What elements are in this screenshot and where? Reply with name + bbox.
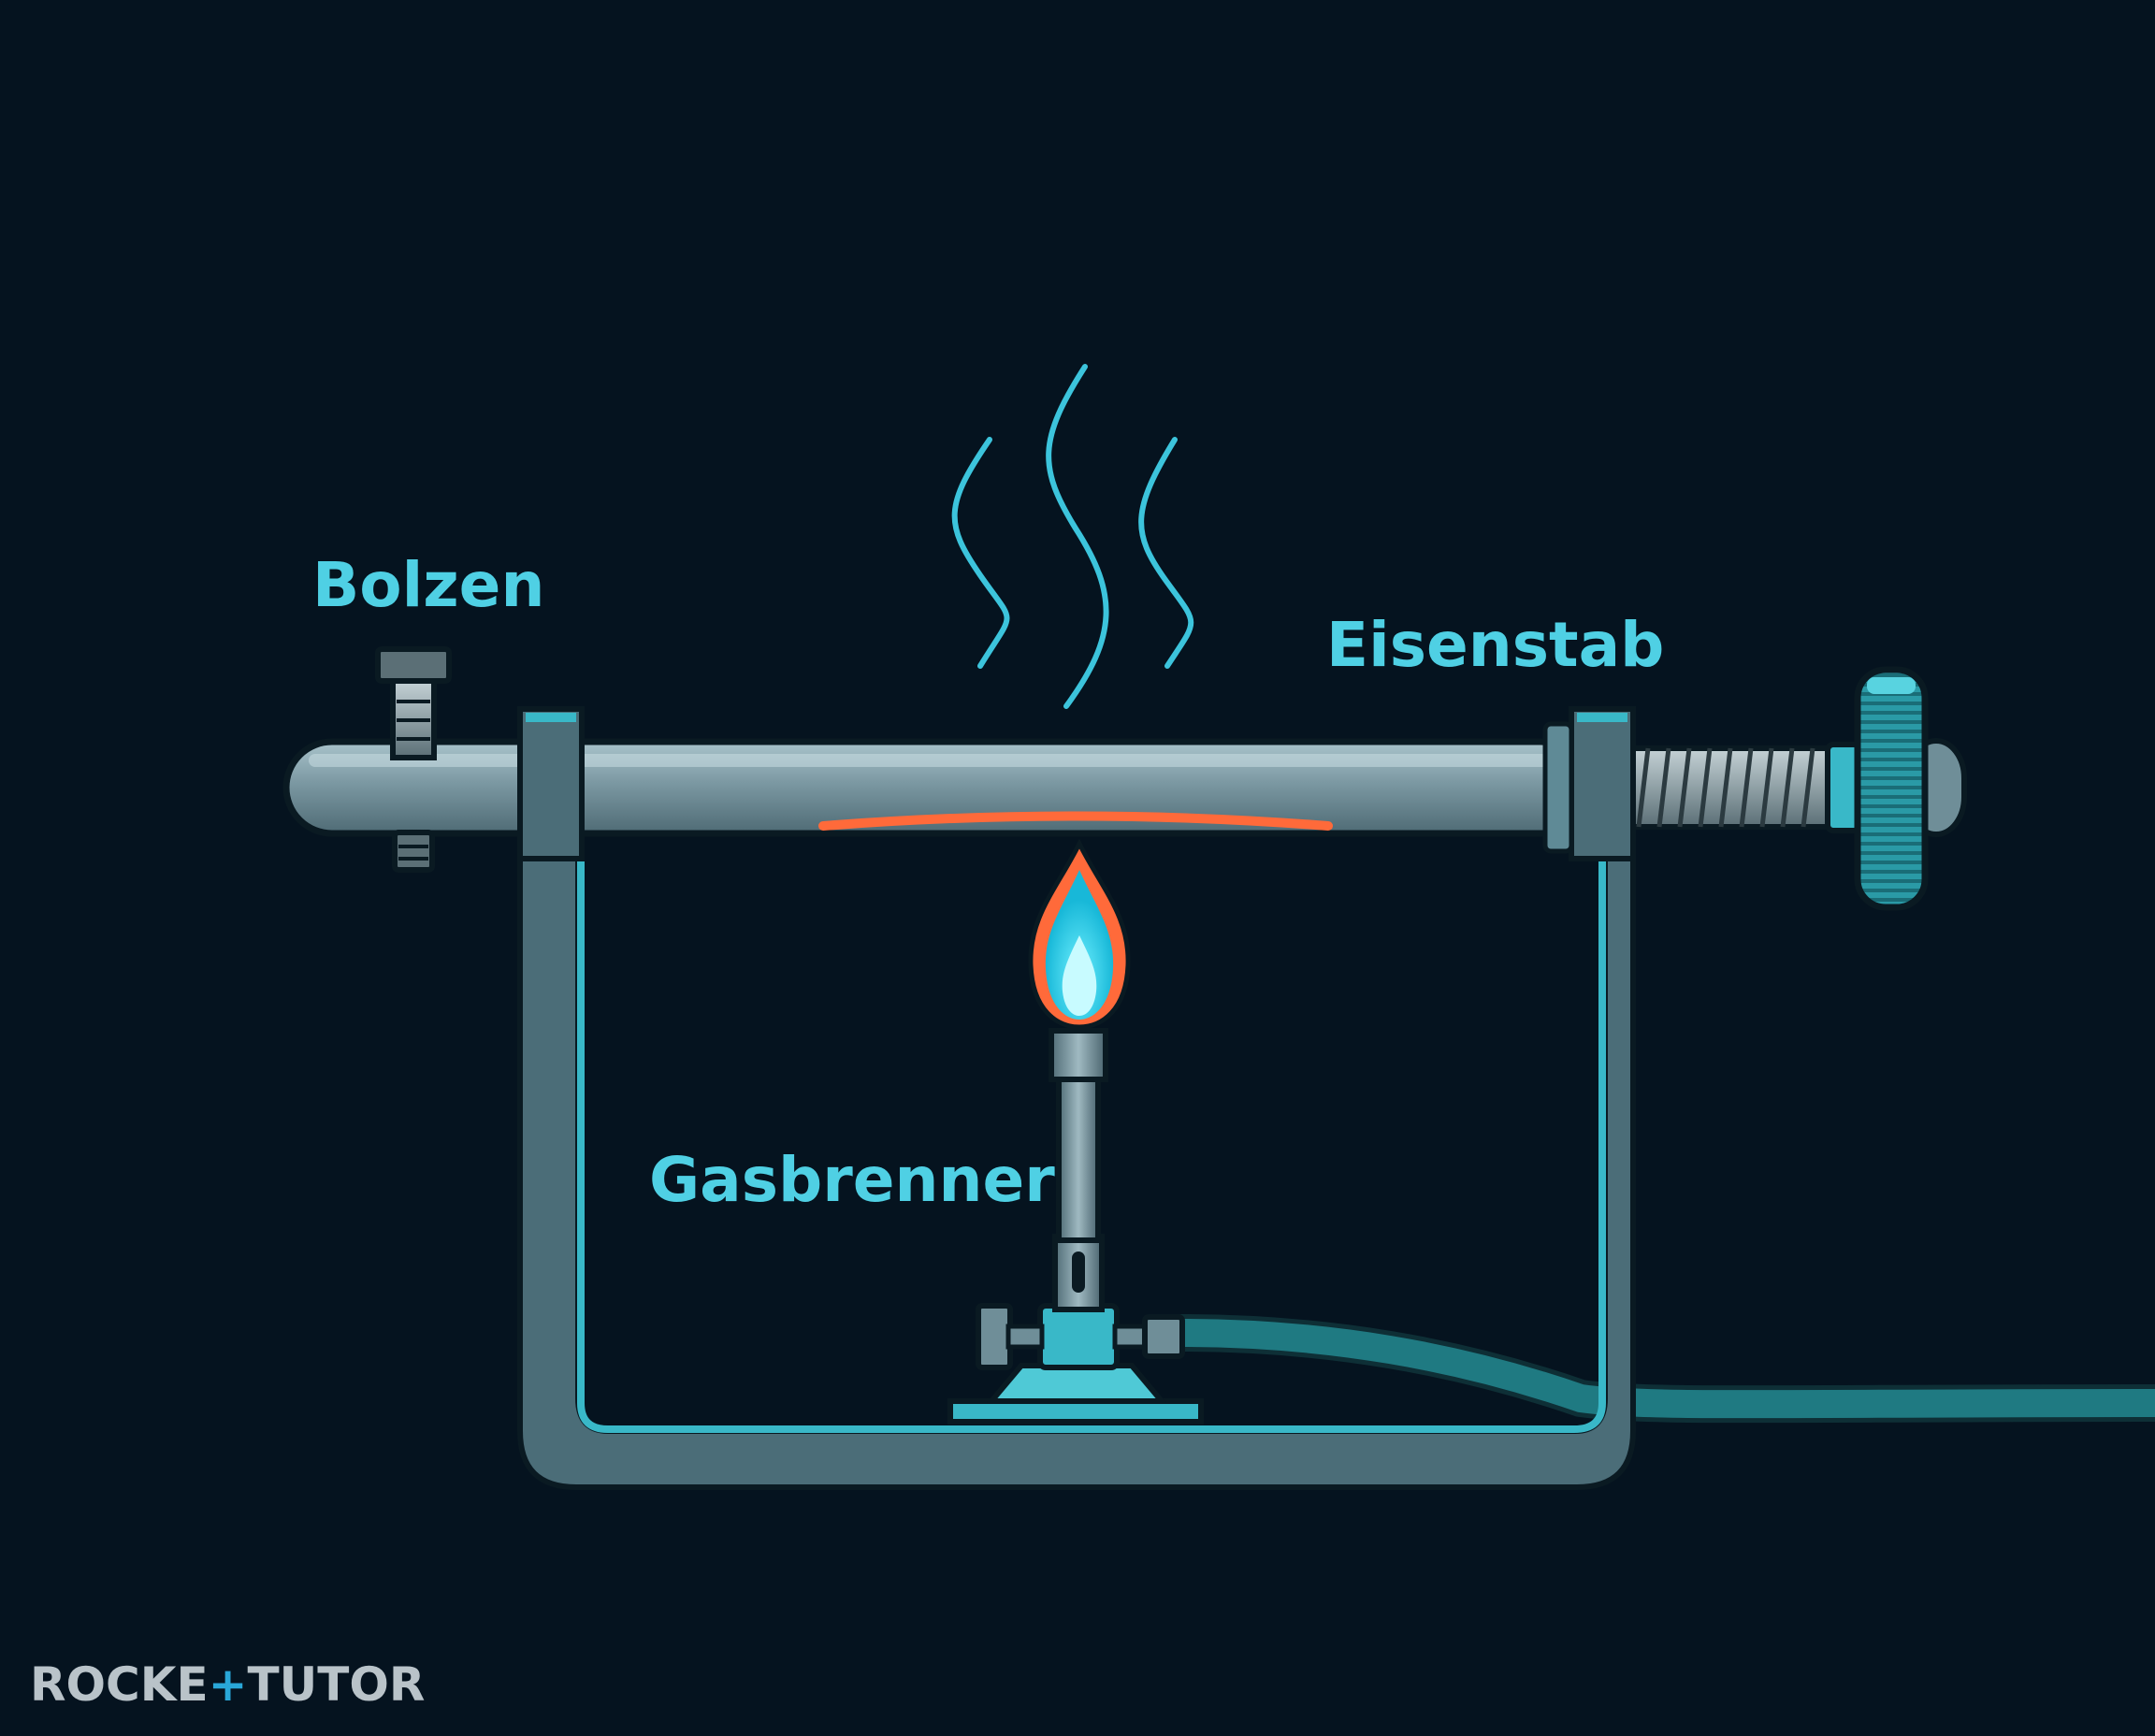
- bolt-label: Bolzen: [312, 549, 544, 621]
- svg-text:ROCKE+TUTOR: ROCKE+TUTOR: [30, 1657, 425, 1712]
- gas-hose-body: [1166, 1319, 2155, 1419]
- burner-label: Gasbrenner: [649, 1144, 1055, 1216]
- frame-right-upright: [1542, 706, 1636, 861]
- heat-zone: [818, 811, 1333, 831]
- logo-text-part1: ROCKE: [30, 1657, 209, 1712]
- bolt-icon: [375, 646, 452, 873]
- frame-left-upright: [517, 706, 585, 861]
- clamp-frame: [517, 708, 1636, 1490]
- brand-logo: ROCKE+TUTOR: [30, 1657, 425, 1712]
- logo-plus-glyph: +: [209, 1657, 248, 1712]
- flame-icon: [1028, 838, 1131, 1030]
- gas-burner: [947, 1028, 1204, 1425]
- logo-text-part2: TUTOR: [248, 1657, 426, 1712]
- screw-icon: [1630, 742, 1862, 833]
- rod-label: Eisenstab: [1326, 609, 1664, 681]
- knob-icon: [1854, 666, 1967, 911]
- heat-wave-icon: [951, 364, 1194, 709]
